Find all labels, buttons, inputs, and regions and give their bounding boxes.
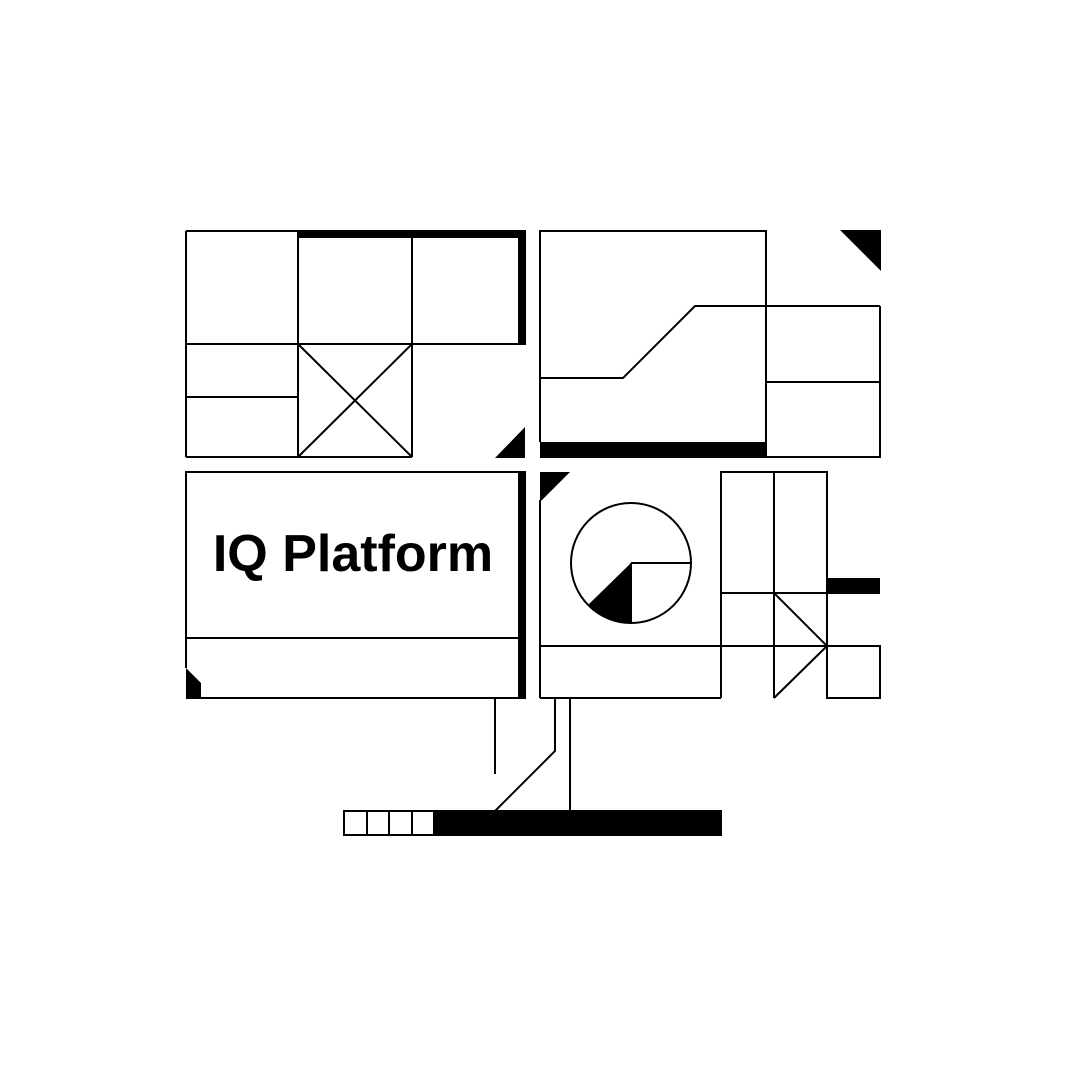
bar-top-center-bottom [540,442,767,458]
logo-solid-shapes [186,230,881,836]
triangle-top-right [840,230,881,271]
triangle-top-left-corner [495,427,525,458]
triangle-center-top [540,472,570,502]
bar-top-left [298,230,526,238]
bar-bottom [434,811,722,836]
brand-panel [185,471,518,774]
grid-module-top-left [185,230,518,458]
pie-slice [588,563,631,624]
notch-brand-panel [186,668,201,699]
bar-top-left-side [518,230,526,345]
grid-module-top-center [539,230,881,458]
bar-brand-panel-side [518,471,526,699]
grid-module-right [720,471,881,699]
brand-name: IQ Platform [213,525,493,583]
bar-right [827,578,880,594]
